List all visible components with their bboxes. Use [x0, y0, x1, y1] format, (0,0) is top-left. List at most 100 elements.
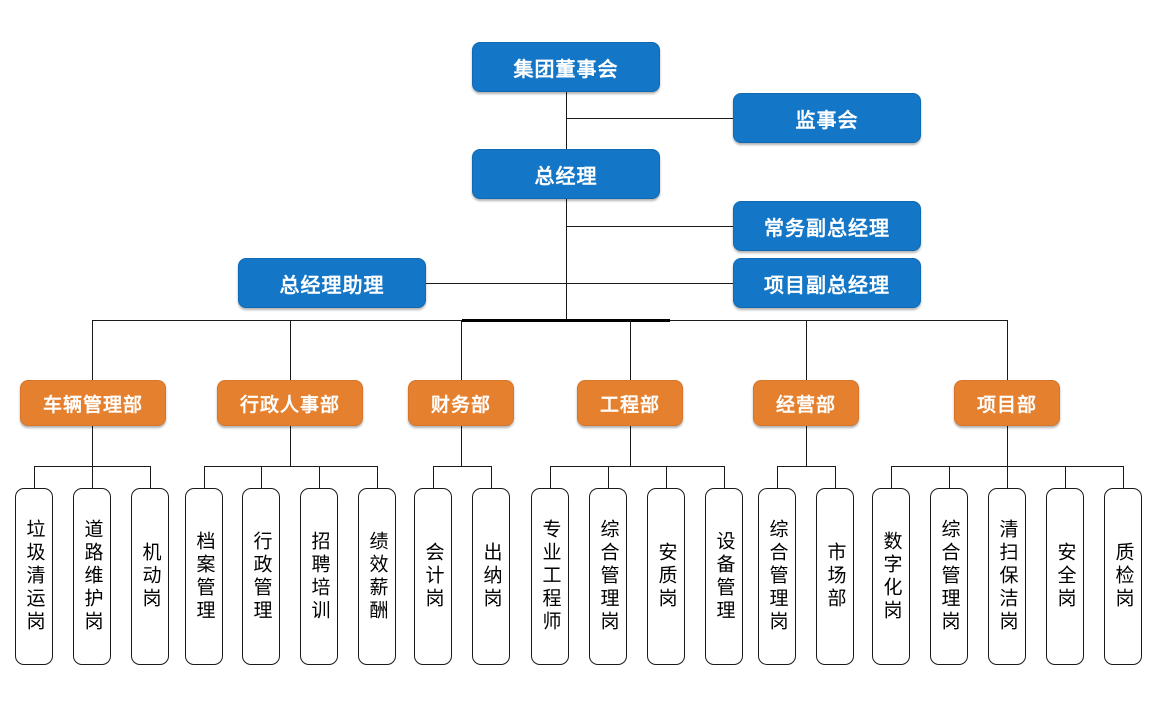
connector-board-to-gm — [566, 92, 567, 150]
node-label: 常务副总经理 — [764, 217, 890, 240]
connector-dept6-leaf-1 — [891, 466, 892, 488]
node-position-waste-transport[interactable]: 垃圾清运岗 — [15, 488, 53, 665]
node-position-cleaning-sanitation[interactable]: 清扫保洁岗 — [988, 488, 1026, 665]
node-department-finance[interactable]: 财务部 — [408, 380, 514, 426]
node-label: 监事会 — [795, 109, 859, 132]
connector-bus-to-dept-2 — [290, 320, 291, 380]
node-label: 安全岗 — [1054, 542, 1076, 611]
connector-dept1-down — [92, 426, 93, 466]
connector-dept4-bus — [550, 466, 724, 467]
connector-dept2-down — [290, 426, 291, 466]
node-label: 会计岗 — [422, 542, 444, 611]
connector-dept2-bus — [204, 466, 378, 467]
node-position-cashier[interactable]: 出纳岗 — [472, 488, 510, 665]
connector-dept2-leaf-3 — [319, 466, 320, 488]
node-label: 清扫保洁岗 — [996, 519, 1018, 634]
connector-gm-down — [566, 199, 567, 320]
node-executive-deputy-gm[interactable]: 常务副总经理 — [733, 201, 921, 251]
connector-dept2-leaf-1 — [204, 466, 205, 488]
connector-dept6-leaf-2 — [949, 466, 950, 488]
connector-gm-stem-to-supervisory — [566, 118, 733, 119]
node-position-quality-inspection[interactable]: 质检岗 — [1104, 488, 1142, 665]
connector-dept4-leaf-3 — [666, 466, 667, 488]
node-label: 集团董事会 — [513, 58, 619, 81]
node-general-manager[interactable]: 总经理 — [472, 149, 660, 199]
node-position-digitalization[interactable]: 数字化岗 — [872, 488, 910, 665]
node-label: 行政人事部 — [239, 394, 340, 416]
node-position-safety-quality[interactable]: 安质岗 — [647, 488, 685, 665]
node-position-performance-compensation[interactable]: 绩效薪酬 — [358, 488, 396, 665]
node-label: 项目部 — [976, 394, 1037, 416]
connector-dept3-leaf-1 — [433, 466, 434, 488]
connector-gm-to-exec-deputy — [566, 226, 733, 227]
connector-dept6-leaf-3 — [1007, 466, 1008, 488]
connector-dept4-leaf-1 — [550, 466, 551, 488]
node-position-mobile-duty[interactable]: 机动岗 — [131, 488, 169, 665]
connector-bus-to-dept-4 — [630, 320, 631, 380]
connector-dept6-down — [1007, 426, 1008, 466]
node-label: 道路维护岗 — [81, 519, 103, 634]
node-label: 安质岗 — [655, 542, 677, 611]
node-position-engineering-general-management[interactable]: 综合管理岗 — [589, 488, 627, 665]
node-label: 市场部 — [824, 542, 846, 611]
connector-dept4-down — [630, 426, 631, 466]
node-project-deputy-gm[interactable]: 项目副总经理 — [733, 258, 921, 308]
connector-dept2-leaf-4 — [377, 466, 378, 488]
node-label: 经营部 — [775, 394, 836, 416]
connector-dept6-leaf-5 — [1123, 466, 1124, 488]
node-position-road-maintenance[interactable]: 道路维护岗 — [73, 488, 111, 665]
node-position-equipment-management[interactable]: 设备管理 — [705, 488, 743, 665]
connector-dept6-leaf-4 — [1065, 466, 1066, 488]
connector-dept1-leaf-3 — [150, 466, 151, 488]
node-position-safety[interactable]: 安全岗 — [1046, 488, 1084, 665]
node-label: 综合管理岗 — [766, 519, 788, 634]
node-label: 出纳岗 — [480, 542, 502, 611]
node-label: 综合管理岗 — [597, 519, 619, 634]
node-position-recruitment-training[interactable]: 招聘培训 — [300, 488, 338, 665]
node-position-records-management[interactable]: 档案管理 — [185, 488, 223, 665]
node-position-professional-engineer[interactable]: 专业工程师 — [531, 488, 569, 665]
node-board-of-directors[interactable]: 集团董事会 — [472, 42, 660, 92]
node-label: 数字化岗 — [880, 530, 902, 623]
node-label: 财务部 — [430, 394, 491, 416]
node-label: 总经理 — [534, 165, 598, 188]
connector-dept3-down — [461, 426, 462, 466]
connector-dept2-leaf-2 — [261, 466, 262, 488]
node-position-operations-general-management[interactable]: 综合管理岗 — [758, 488, 796, 665]
node-department-admin-hr[interactable]: 行政人事部 — [217, 380, 363, 426]
connector-dept4-leaf-2 — [608, 466, 609, 488]
node-gm-assistant[interactable]: 总经理助理 — [238, 258, 426, 308]
node-label: 综合管理岗 — [938, 519, 960, 634]
connector-gm-assistant — [425, 283, 567, 284]
node-department-project[interactable]: 项目部 — [954, 380, 1060, 426]
node-label: 档案管理 — [193, 530, 215, 623]
node-position-accounting[interactable]: 会计岗 — [414, 488, 452, 665]
node-position-marketing[interactable]: 市场部 — [816, 488, 854, 665]
connector-dept4-leaf-4 — [724, 466, 725, 488]
node-label: 绩效薪酬 — [366, 530, 388, 623]
connector-dept1-leaf-2 — [92, 466, 93, 488]
node-label: 质检岗 — [1112, 542, 1134, 611]
connector-bus-to-dept-3 — [461, 320, 462, 380]
connector-dept5-bus — [777, 466, 836, 467]
node-label: 工程部 — [599, 394, 660, 416]
connector-dept5-leaf-1 — [777, 466, 778, 488]
node-label: 设备管理 — [713, 530, 735, 623]
node-department-vehicle-management[interactable]: 车辆管理部 — [20, 380, 166, 426]
node-label: 总经理助理 — [279, 274, 385, 297]
node-label: 车辆管理部 — [42, 394, 143, 416]
node-position-admin-management[interactable]: 行政管理 — [242, 488, 280, 665]
node-department-engineering[interactable]: 工程部 — [577, 380, 683, 426]
connector-dept3-bus — [433, 466, 492, 467]
node-supervisory-board[interactable]: 监事会 — [733, 93, 921, 143]
node-department-operations[interactable]: 经营部 — [753, 380, 859, 426]
node-label: 招聘培训 — [308, 530, 330, 623]
connector-gm-to-project-deputy — [566, 283, 733, 284]
node-label: 机动岗 — [139, 542, 161, 611]
connector-dept5-leaf-2 — [835, 466, 836, 488]
connector-bus-to-dept-6 — [1007, 320, 1008, 380]
node-position-project-general-management[interactable]: 综合管理岗 — [930, 488, 968, 665]
department-bus-line-emphasis — [462, 319, 670, 322]
node-label: 专业工程师 — [539, 519, 561, 634]
